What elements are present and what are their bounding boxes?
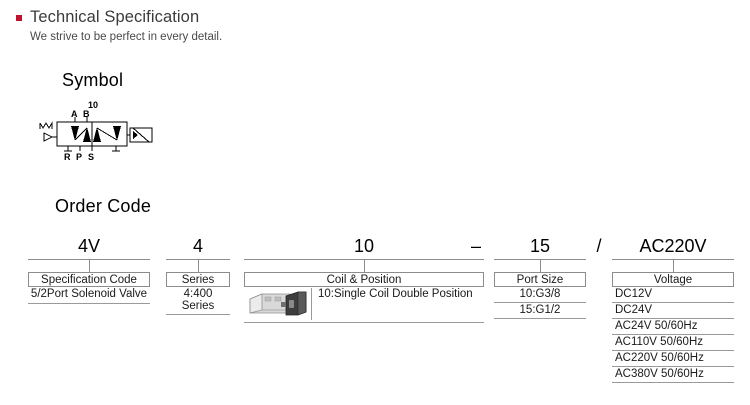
segment-code-value: 4 [192, 236, 203, 256]
table-row[interactable]: AC380V 50/60Hz [612, 367, 734, 383]
segment-body: 4:400 Series [166, 287, 230, 315]
order-segment-specification-code[interactable]: 4V Specification Code 5/2Port Solenoid V… [28, 234, 150, 304]
segment-rule [28, 259, 150, 260]
separator-dash: – [470, 236, 481, 256]
table-row[interactable]: 10:G3/8 [494, 287, 586, 303]
symbol-label-a: A [71, 109, 78, 119]
order-segment-voltage[interactable]: AC220V Voltage DC12V DC24V AC24V 50/60Hz… [612, 234, 734, 383]
segment-header-label: Voltage [612, 272, 734, 287]
segment-header-label: Coil & Position [244, 272, 484, 287]
symbol-label-s: S [88, 152, 95, 162]
table-row[interactable]: AC110V 50/60Hz [612, 335, 734, 351]
segment-drop-line [494, 260, 586, 272]
page-subtitle: We strive to be perfect in every detail. [30, 31, 223, 43]
order-segment-coil-position[interactable]: 10 Coil & Position [244, 234, 484, 323]
symbol-label-p: P [76, 152, 83, 162]
bullet-square-icon [16, 14, 22, 21]
order-segment-port-size[interactable]: 15 Port Size 10:G3/8 15:G1/2 [494, 234, 586, 319]
segment-rule [244, 259, 484, 260]
table-row[interactable]: 5/2Port Solenoid Valve [28, 287, 150, 304]
coil-position-label: 10:Single Coil Double Position [318, 288, 473, 300]
segment-code-value: AC220V [639, 236, 707, 256]
segment-header-label: Port Size [494, 272, 586, 287]
segment-header-label: Specification Code [28, 272, 150, 287]
segment-body: 10:G3/8 15:G1/2 [494, 287, 586, 319]
segment-code-value: 4V [77, 236, 101, 256]
separator-slash: / [596, 236, 602, 256]
segment-rule [612, 259, 734, 260]
table-row[interactable]: AC24V 50/60Hz [612, 319, 734, 335]
table-row[interactable]: AC220V 50/60Hz [612, 351, 734, 367]
page-header: Technical Specification We strive to be … [16, 8, 222, 43]
segment-drop-line [612, 260, 734, 272]
segment-drop-line [166, 260, 230, 272]
table-row[interactable]: DC12V [612, 287, 734, 303]
segment-body: 10:Single Coil Double Position [244, 287, 484, 323]
solenoid-valve-photo-icon [244, 288, 312, 320]
segment-rule [494, 259, 586, 260]
segment-body: DC12V DC24V AC24V 50/60Hz AC110V 50/60Hz… [612, 287, 734, 383]
table-row[interactable]: DC24V [612, 303, 734, 319]
order-segment-series[interactable]: 4 Series 4:400 Series [166, 234, 230, 315]
segment-rule [166, 259, 230, 260]
symbol-label-10: 10 [88, 100, 99, 110]
segment-code-value: 10 [353, 236, 375, 256]
table-row[interactable]: 10:Single Coil Double Position [244, 287, 484, 323]
page-header-titleline: Technical Specification [16, 8, 222, 27]
segment-header-label: Series [166, 272, 230, 287]
symbol-label-b: B [83, 109, 90, 119]
segment-code-value: 15 [529, 236, 551, 256]
order-code-section-title: Order Code [55, 196, 152, 216]
segment-drop-line [244, 260, 484, 272]
valve-symbol-diagram: 10 A B R P S [30, 100, 160, 162]
table-row[interactable]: 4:400 Series [166, 287, 230, 315]
segment-drop-line [28, 260, 150, 272]
table-row[interactable]: 15:G1/2 [494, 303, 586, 319]
page-title: Technical Specification [30, 8, 200, 26]
valve-photo-svg [249, 291, 306, 316]
segment-body: 5/2Port Solenoid Valve [28, 287, 150, 304]
symbol-label-r: R [64, 152, 71, 162]
symbol-section-title: Symbol [62, 70, 124, 90]
valve-symbol-svg [39, 117, 153, 152]
